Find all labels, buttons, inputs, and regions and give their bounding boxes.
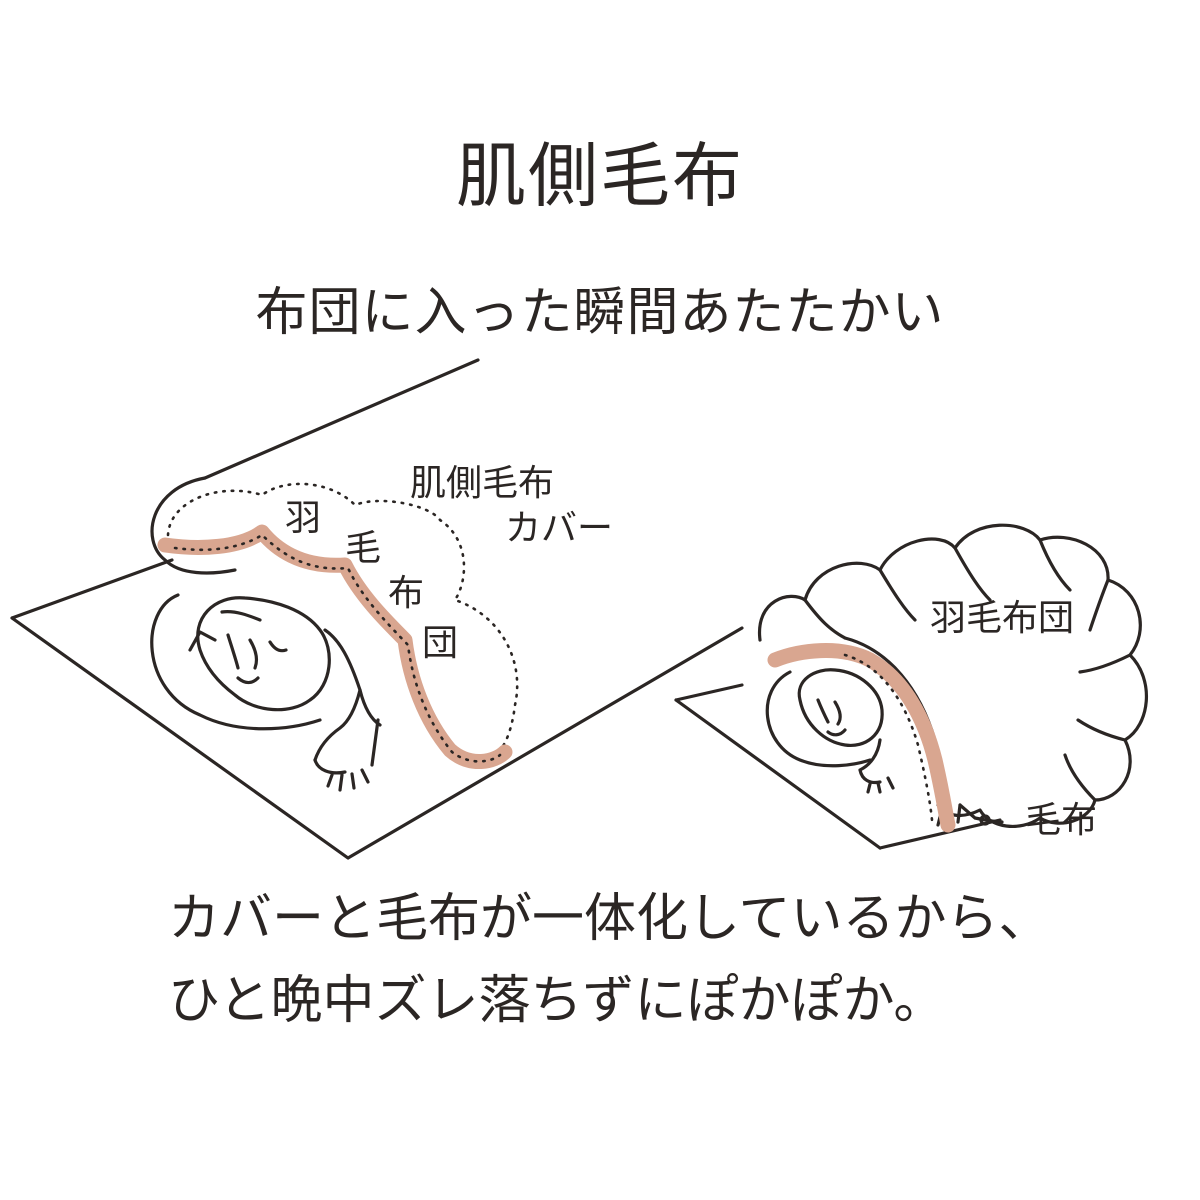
- page-title: 肌側毛布: [456, 135, 744, 217]
- mattress-outline-left: [10, 358, 744, 860]
- hair-left: [188, 610, 262, 652]
- label-blanket-right: 毛布: [1025, 800, 1097, 841]
- left-illustration: 肌側毛布 カバー 羽 毛 布 団: [10, 358, 744, 860]
- label-futon-left-1: 羽: [285, 498, 321, 539]
- futon-dotted-outline: [166, 482, 519, 752]
- page-subtitle: 布団に入った瞬間あたたかい: [255, 283, 945, 343]
- caption: カバーと毛布が一体化しているから、 ひと晩中ズレ落ちずにぽかぽか。: [168, 878, 1050, 1042]
- right-illustration: 羽毛布団 毛布: [674, 523, 1149, 850]
- pillow-left: [150, 593, 322, 731]
- head-left: [196, 596, 331, 712]
- caption-line-2: ひと晩中ズレ落ちずにぽかぽか。: [168, 971, 946, 1031]
- hand-right: [858, 738, 895, 794]
- arm-left: [313, 688, 380, 767]
- label-futon-left-3: 布: [388, 573, 424, 614]
- pointer-dot: [979, 814, 991, 826]
- face-left: [226, 633, 288, 685]
- futon-quilt-lines: [803, 538, 1132, 802]
- futon-edge-left: [150, 476, 237, 575]
- label-cover-line1: 肌側毛布: [410, 463, 554, 504]
- puffy-futon: [758, 523, 1149, 828]
- face-right: [816, 698, 847, 737]
- label-futon-left-4: 団: [422, 623, 458, 664]
- pillow-right: [765, 670, 872, 768]
- blanket-stitch-left: [173, 533, 502, 763]
- blanket-band-right: [767, 643, 956, 833]
- label-futon-left-2: 毛: [345, 528, 381, 569]
- head-right: [797, 668, 884, 748]
- hand-left: [313, 758, 370, 792]
- label-cover-line2: カバー: [505, 508, 613, 549]
- caption-line-1: カバーと毛布が一体化しているから、: [168, 889, 1051, 949]
- mattress-outline-right: [674, 683, 1002, 850]
- label-futon-right: 羽毛布団: [930, 598, 1074, 639]
